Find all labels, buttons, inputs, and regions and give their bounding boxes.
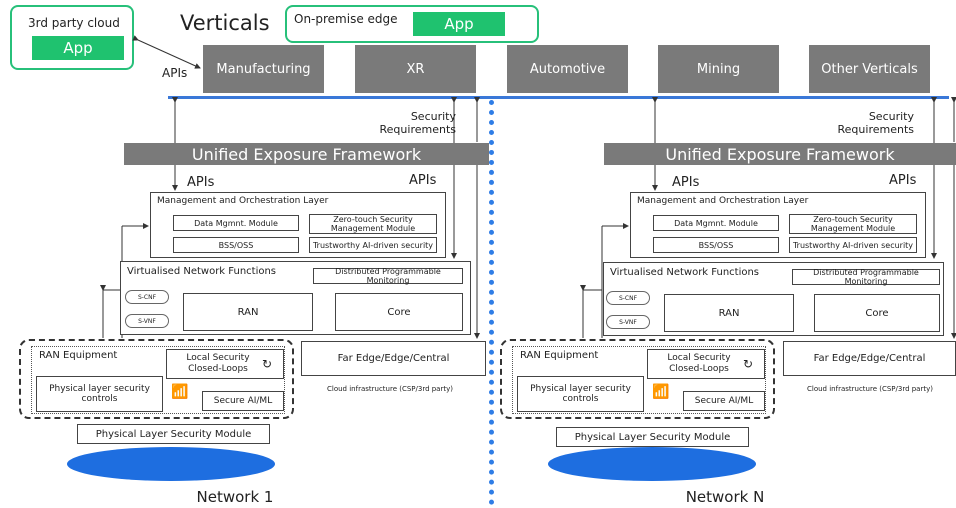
- network-1-phy-controls: Physical layer security controls: [36, 376, 163, 412]
- network-1-vnf-title: Virtualised Network Functions: [127, 266, 277, 277]
- network-1-data-mgmt: Data Mgmnt. Module: [173, 215, 299, 231]
- loop-icon: ↻: [261, 357, 273, 371]
- network-1-cloud-infra: Cloud infrastructure (CSP/3rd party): [327, 385, 453, 393]
- network-n-uef: Unified Exposure Framework: [604, 143, 956, 165]
- network-1-secure-ai: Secure AI/ML: [202, 391, 284, 411]
- network-1-ran-equipment-inner: [31, 346, 285, 414]
- network-1-core: Core: [335, 293, 463, 331]
- network-1-mgmt-layer: Management and Orchestration Layer Data …: [150, 192, 446, 258]
- vertical-manufacturing: Manufacturing: [203, 45, 324, 93]
- network-1-label: Network 1: [196, 488, 274, 506]
- network-n-s-cnf: S-CNF: [606, 291, 650, 305]
- third-party-app: App: [32, 36, 124, 60]
- on-premise-label: On-premise edge: [294, 12, 398, 26]
- network-1-bss-oss: BSS/OSS: [173, 237, 299, 253]
- network-n-far-edge: Far Edge/Edge/Central: [783, 341, 956, 376]
- network-n-mgmt-layer: Management and Orchestration Layer Data …: [630, 192, 926, 258]
- network-n-secure-ai: Secure AI/ML: [683, 391, 765, 411]
- network-n-dist-monitoring: Distributed Programmable Monitoring: [792, 268, 940, 286]
- on-premise-edge-box: On-premise edge App: [285, 5, 539, 43]
- network-n-local-security: Local Security Closed-Loops ↻: [647, 349, 765, 379]
- network-1-ran-equipment: RAN Equipment Local Security Closed-Loop…: [19, 339, 294, 419]
- network-1-zero-touch: Zero-touch Security Management Module: [309, 214, 437, 234]
- vertical-other: Other Verticals: [809, 45, 930, 93]
- network-1-ran-equipment-title: RAN Equipment: [39, 350, 118, 361]
- antenna-icon: 📶: [652, 384, 670, 400]
- network-n-core: Core: [814, 294, 940, 332]
- antenna-icon: 📶: [171, 384, 189, 400]
- loop-icon: ↻: [742, 357, 754, 371]
- network-1-local-security: Local Security Closed-Loops ↻: [166, 349, 284, 379]
- network-n-vnf-title: Virtualised Network Functions: [610, 267, 760, 278]
- network-1-local-security-label: Local Security Closed-Loops: [186, 353, 250, 374]
- verticals-bus-line: [168, 96, 949, 99]
- network-n-oval: [548, 447, 756, 481]
- network-n-ran-equipment: RAN Equipment Local Security Closed-Loop…: [500, 339, 775, 419]
- network-n-data-mgmt: Data Mgmnt. Module: [653, 215, 779, 231]
- network-1-phy-module: Physical Layer Security Module: [77, 424, 270, 444]
- network-1-s-cnf: S-CNF: [125, 290, 169, 304]
- network-n-zero-touch: Zero-touch Security Management Module: [789, 214, 917, 234]
- network-n-mgmt-title: Management and Orchestration Layer: [637, 196, 809, 206]
- network-n-apis-right: APIs: [889, 173, 917, 188]
- network-n-ran-equipment-title: RAN Equipment: [520, 350, 599, 361]
- network-1-apis-left: APIs: [187, 175, 215, 190]
- on-premise-app: App: [413, 12, 505, 36]
- network-n-apis-left: APIs: [672, 175, 700, 190]
- network-n-local-security-label: Local Security Closed-Loops: [667, 353, 731, 374]
- vertical-automotive: Automotive: [507, 45, 628, 93]
- third-party-cloud-label: 3rd party cloud: [28, 16, 120, 30]
- vertical-mining: Mining: [658, 45, 779, 93]
- network-n-label: Network N: [685, 488, 765, 506]
- network-1-far-edge: Far Edge/Edge/Central: [301, 341, 486, 376]
- network-n-ran-equipment-inner: [512, 346, 766, 414]
- network-divider: [489, 100, 494, 505]
- network-n-phy-module: Physical Layer Security Module: [556, 427, 749, 447]
- network-1-dist-monitoring: Distributed Programmable Monitoring: [313, 267, 463, 285]
- network-1-uef: Unified Exposure Framework: [124, 143, 489, 165]
- third-party-cloud-box: 3rd party cloud App: [10, 5, 134, 70]
- apis-label-top: APIs: [162, 66, 188, 80]
- verticals-title: Verticals: [180, 11, 270, 35]
- network-1-vnf-layer: Virtualised Network Functions Distribute…: [120, 261, 471, 335]
- network-n-trustworthy-ai: Trustworthy AI-driven security: [789, 237, 917, 253]
- network-1-oval: [67, 447, 275, 481]
- network-n-cloud-infra: Cloud infrastructure (CSP/3rd party): [807, 385, 933, 393]
- network-1-trustworthy-ai: Trustworthy AI-driven security: [309, 237, 437, 253]
- network-1-security-requirements: Security Requirements: [379, 110, 456, 136]
- network-n-vnf-layer: Virtualised Network Functions Distribute…: [603, 262, 944, 336]
- network-n-security-requirements: Security Requirements: [837, 110, 914, 136]
- network-n-s-vnf: S-VNF: [606, 315, 650, 329]
- network-n-ran: RAN: [664, 294, 794, 332]
- network-1-mgmt-title: Management and Orchestration Layer: [157, 196, 329, 206]
- vertical-xr: XR: [355, 45, 476, 93]
- network-n-phy-controls: Physical layer security controls: [517, 376, 644, 412]
- network-1-ran: RAN: [183, 293, 313, 331]
- network-n-bss-oss: BSS/OSS: [653, 237, 779, 253]
- network-1-s-vnf: S-VNF: [125, 314, 169, 328]
- network-1-apis-right: APIs: [409, 173, 437, 188]
